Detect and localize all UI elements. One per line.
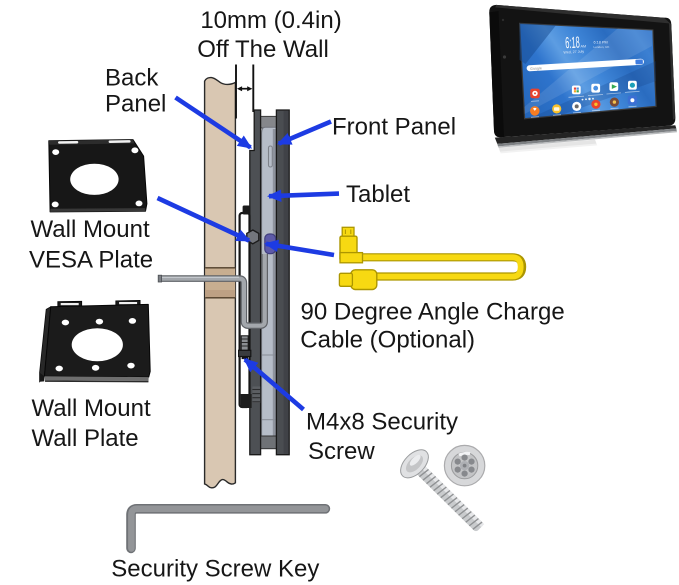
svg-text:90 Degree Angle Charge: 90 Degree Angle Charge — [301, 299, 565, 326]
svg-text:M4x8 Security: M4x8 Security — [306, 409, 458, 436]
svg-text:Wed, 27 July: Wed, 27 July — [563, 50, 584, 55]
svg-text:Back: Back — [105, 65, 159, 92]
svg-text:Panel: Panel — [105, 91, 166, 118]
svg-text:Front Panel: Front Panel — [332, 114, 456, 141]
svg-text:VESA Plate: VESA Plate — [29, 246, 153, 273]
svg-text:6:18: 6:18 — [565, 35, 580, 53]
svg-text:Wall Plate: Wall Plate — [32, 425, 139, 452]
svg-text:Screw: Screw — [308, 438, 375, 465]
svg-text:Wall Mount: Wall Mount — [32, 395, 151, 422]
svg-text:Security Screw Key: Security Screw Key — [111, 556, 319, 583]
svg-text:6:18 PM: 6:18 PM — [594, 41, 608, 45]
svg-text:10mm (0.4in): 10mm (0.4in) — [200, 7, 341, 34]
svg-text:Tablet: Tablet — [346, 181, 410, 208]
svg-text:Off The Wall: Off The Wall — [197, 36, 329, 63]
svg-text:London, UK: London, UK — [594, 45, 610, 49]
svg-text:Cable (Optional): Cable (Optional) — [300, 327, 475, 354]
svg-text:Google: Google — [530, 66, 542, 71]
svg-text:AM: AM — [581, 45, 587, 49]
svg-text:Wall Mount: Wall Mount — [31, 216, 150, 243]
